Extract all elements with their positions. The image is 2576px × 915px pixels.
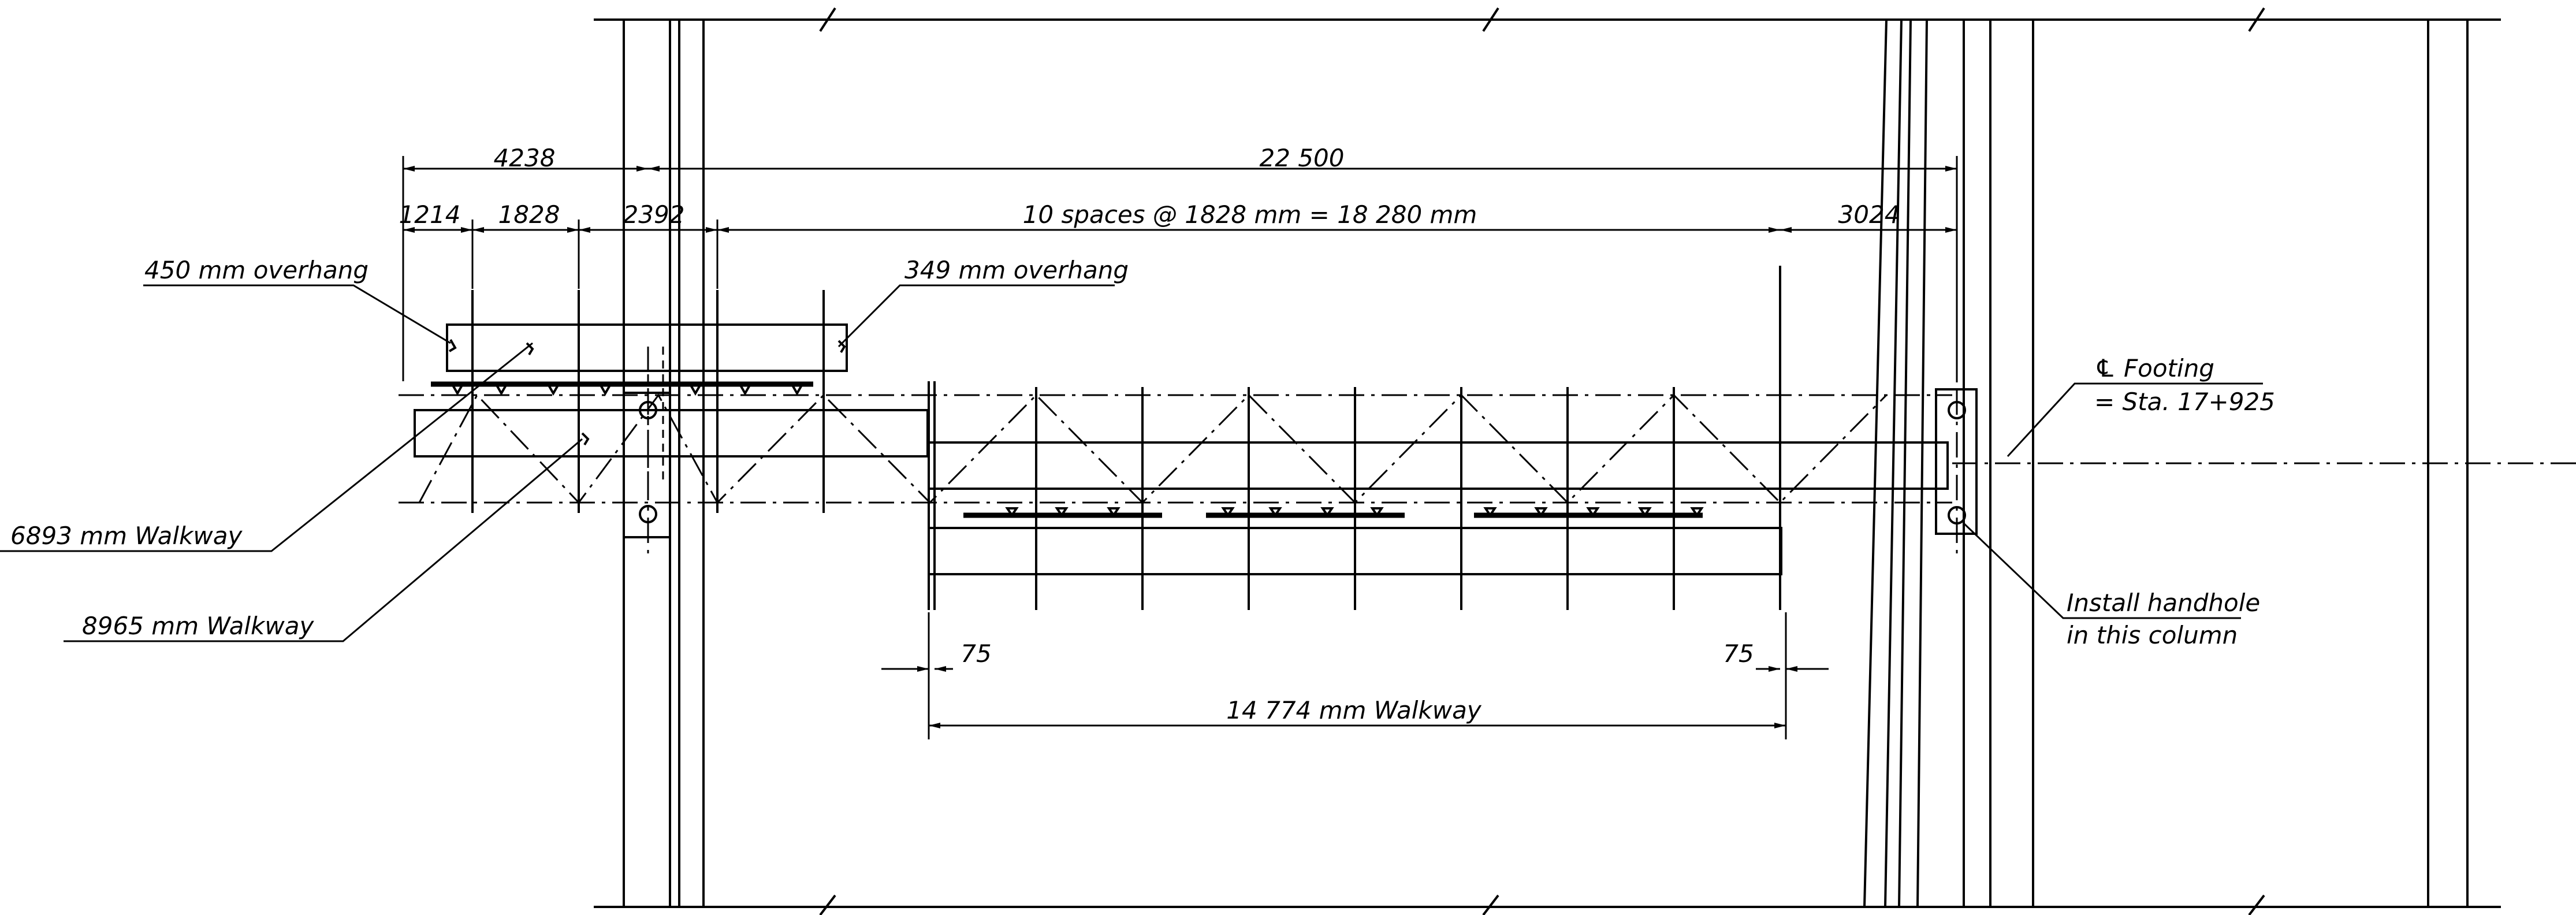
dim-75-right: 75 — [1723, 639, 1754, 668]
label-overhang-450: 450 mm overhang — [144, 256, 368, 284]
walkway-14774 — [928, 441, 1949, 490]
label-footing-line2: = Sta. 17+925 — [2094, 388, 2275, 416]
label-overhang-349: 349 mm overhang — [904, 256, 1129, 284]
break-marks — [819, 7, 2265, 915]
dim-spaces: 10 spaces @ 1828 mm = 18 280 mm — [1023, 200, 1477, 229]
truss-web — [399, 393, 2576, 504]
dim-1214: 1214 — [399, 200, 461, 229]
dim-3024: 3024 — [1838, 200, 1900, 229]
leader-overhang-left — [143, 284, 451, 344]
grating-clips-left — [451, 384, 804, 396]
label-walkway-6893: 6893 mm Walkway — [10, 522, 243, 550]
overhang-mark-right — [837, 340, 846, 354]
leader-overhang-right — [837, 284, 1115, 348]
hangers-center — [1035, 266, 1781, 610]
walkway-8965 — [446, 323, 848, 372]
dim-75-left: 75 — [961, 639, 991, 668]
leader-walkway-8965 — [64, 438, 583, 642]
grating-supports-center — [963, 507, 1704, 518]
hangers-left — [471, 290, 825, 513]
leader-footing — [2007, 382, 2263, 458]
leader-lines — [0, 284, 2263, 642]
dimension-lines — [402, 156, 1958, 739]
dim-2392: 2392 — [623, 200, 685, 229]
center-walkway-assembly — [647, 266, 1978, 610]
leader-handhole — [1963, 522, 2241, 619]
label-walkway-8965: 8965 mm Walkway — [82, 612, 314, 640]
right-column-outer — [1863, 19, 1888, 907]
dim-22500: 22 500 — [1260, 144, 1345, 172]
truss-chords — [594, 7, 2501, 915]
dim-1828: 1828 — [498, 200, 560, 229]
leader-walkway-6893 — [0, 342, 533, 552]
overhang-mark-left — [448, 339, 457, 352]
left-column-bracket — [623, 392, 671, 538]
label-handhole-line2: in this column — [2067, 621, 2238, 649]
label-handhole-line1: Install handhole — [2067, 589, 2260, 617]
dim-walkway-14774: 14 774 mm Walkway — [1226, 696, 1482, 724]
label-footing-line1: ℄ Footing — [2094, 354, 2214, 382]
dim-4238: 4238 — [494, 144, 556, 172]
